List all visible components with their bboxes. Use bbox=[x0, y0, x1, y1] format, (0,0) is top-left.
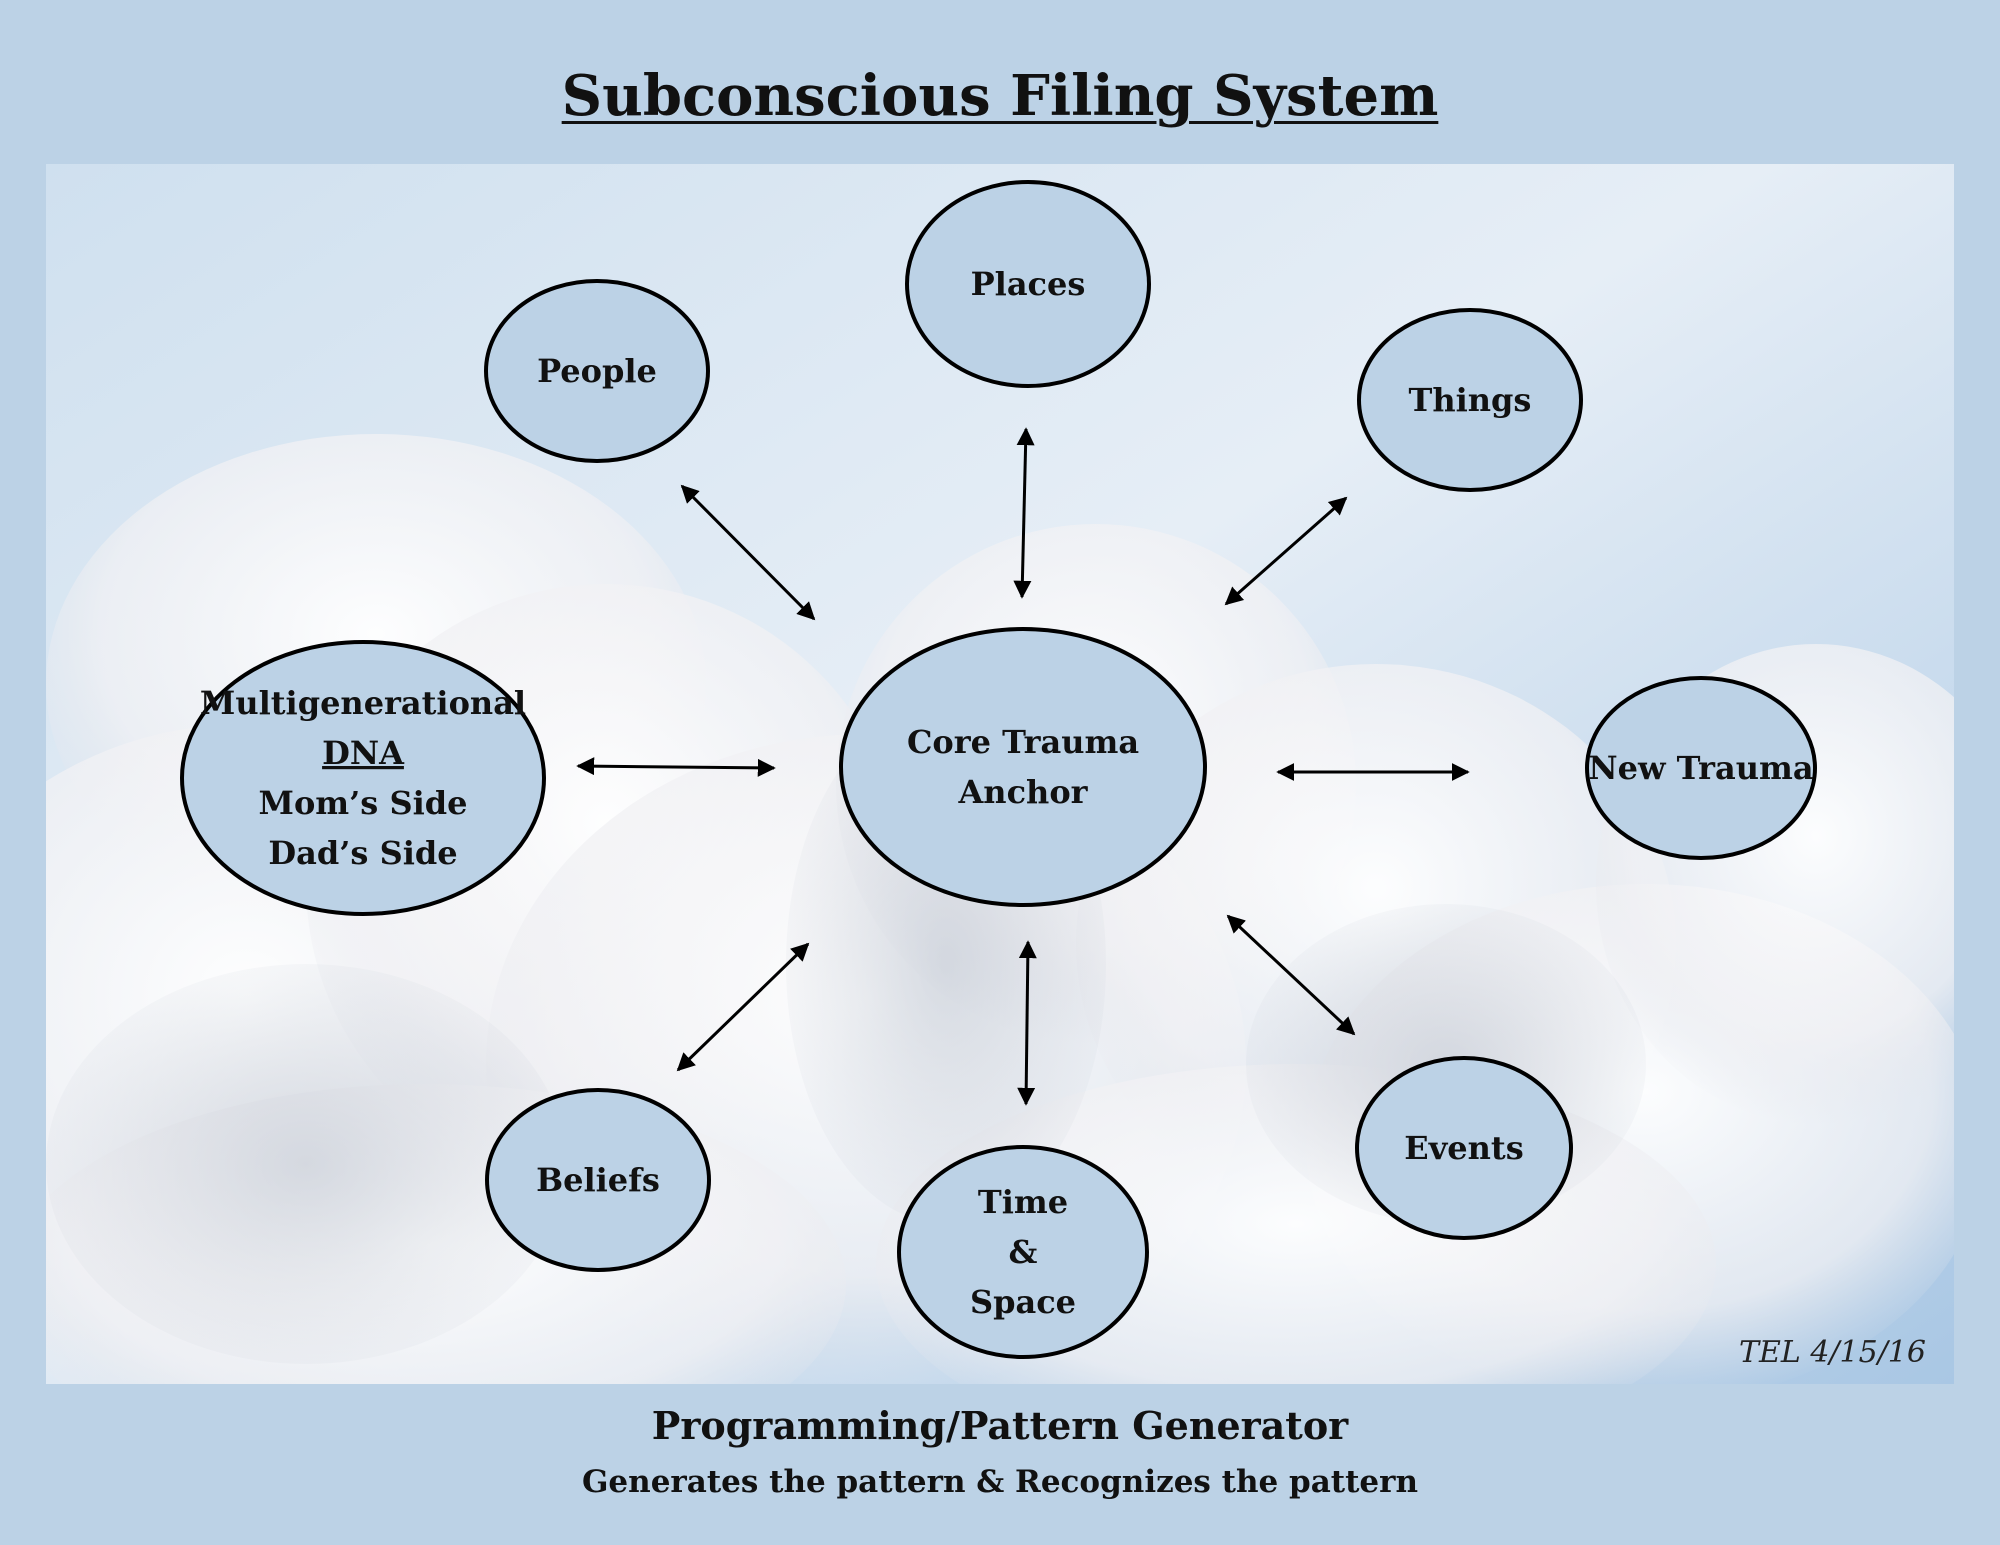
beliefs-label-line: Beliefs bbox=[536, 1161, 660, 1199]
node-time-space: Time & Space bbox=[897, 1145, 1149, 1359]
time-space-label-line: Time bbox=[978, 1183, 1068, 1221]
node-things-label: Things bbox=[1409, 381, 1532, 419]
diagram-title-text: Subconscious Filing System bbox=[561, 63, 1439, 129]
arrow-core-timespace bbox=[1017, 940, 1037, 1106]
events-label-line: Events bbox=[1404, 1129, 1523, 1167]
arrow-places-core bbox=[1013, 427, 1035, 599]
footer-title: Programming/Pattern Generator bbox=[651, 1403, 1349, 1448]
arrow-core-events bbox=[1226, 914, 1356, 1036]
arrow-things-core bbox=[1224, 496, 1348, 606]
node-places-label: Places bbox=[971, 265, 1086, 303]
node-things-ellipse bbox=[1357, 308, 1583, 492]
node-people-ellipse bbox=[484, 279, 710, 463]
time-space-label-line: & bbox=[1009, 1233, 1038, 1271]
node-core-ellipse bbox=[839, 627, 1207, 907]
dna-label-line: DNA bbox=[322, 734, 405, 772]
node-things: Things bbox=[1357, 308, 1583, 492]
node-people: People bbox=[484, 279, 710, 463]
node-time-space-ellipse bbox=[897, 1145, 1149, 1359]
people-label-line: People bbox=[537, 352, 657, 390]
node-events-label: Events bbox=[1404, 1129, 1523, 1167]
new-trauma-label-line: New Trauma bbox=[1588, 749, 1813, 787]
node-beliefs: Beliefs bbox=[485, 1088, 711, 1272]
node-new-trauma-label: New Trauma bbox=[1588, 749, 1813, 787]
diagram-title: Subconscious Filing System bbox=[0, 68, 2000, 124]
things-label-line: Things bbox=[1409, 381, 1532, 419]
node-events-ellipse bbox=[1355, 1056, 1573, 1240]
places-label-line: Places bbox=[971, 265, 1086, 303]
node-places-ellipse bbox=[905, 180, 1151, 388]
dna-label-line: Multigenerational bbox=[200, 684, 526, 722]
node-places: Places bbox=[905, 180, 1151, 388]
time-space-label-line: Space bbox=[970, 1283, 1076, 1321]
node-time-space-label: Time & Space bbox=[970, 1183, 1076, 1321]
arrows bbox=[576, 427, 1470, 1106]
core-label-line: Core Trauma bbox=[907, 723, 1139, 761]
dna-label-line: Mom’s Side bbox=[259, 784, 468, 822]
signature: TEL 4/15/16 bbox=[1739, 1335, 1926, 1370]
footer-subtitle: Generates the pattern & Recognizes the p… bbox=[581, 1464, 1419, 1500]
node-dna-ellipse bbox=[180, 640, 546, 916]
node-beliefs-ellipse bbox=[485, 1088, 711, 1272]
arrow-core-beliefs bbox=[676, 942, 810, 1072]
node-new-trauma: New Trauma bbox=[1585, 676, 1817, 860]
node-events: Events bbox=[1355, 1056, 1573, 1240]
core-label-line: Anchor bbox=[957, 773, 1088, 811]
dna-label-line: Dad’s Side bbox=[268, 834, 457, 872]
node-people-label: People bbox=[537, 352, 657, 390]
node-new-trauma-ellipse bbox=[1585, 676, 1817, 860]
node-beliefs-label: Beliefs bbox=[536, 1161, 660, 1199]
arrow-people-core bbox=[680, 484, 816, 621]
arrow-dna-core bbox=[576, 757, 776, 777]
